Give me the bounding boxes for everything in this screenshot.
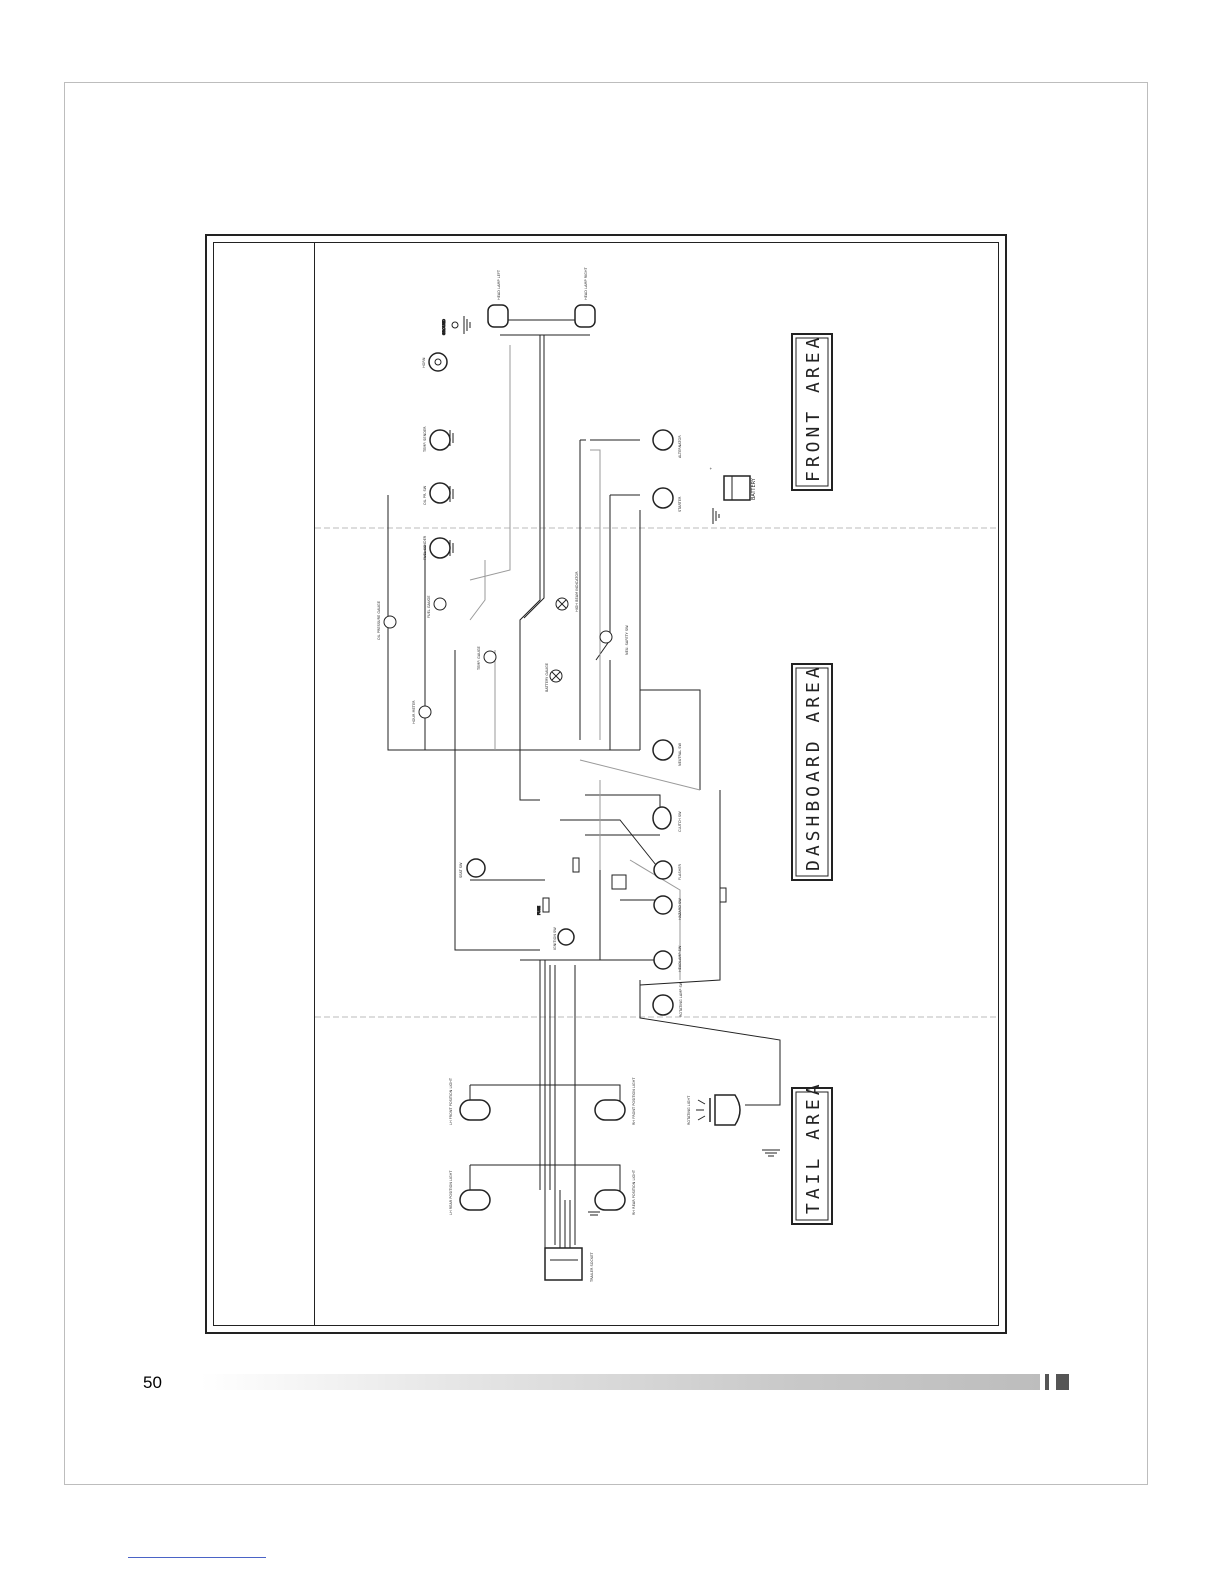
svg-text:FUSE: FUSE	[537, 906, 541, 915]
svg-text:DASHBOARD AREA: DASHBOARD AREA	[803, 663, 824, 871]
ground-symbol: GROUND	[442, 316, 471, 336]
flasher: FLASHER	[653, 860, 682, 880]
seat-switch: SEAT SW	[459, 858, 486, 878]
neutral-safety-switch: NEU. SAFETY SW.	[599, 625, 629, 655]
lh-rear-position-light: LH REAR POSITION LIGHT	[449, 1170, 491, 1215]
horn: HORN	[422, 352, 448, 372]
front-area-label: FRONT AREA	[791, 333, 833, 491]
svg-text:OIL PRESSURE GAUGE: OIL PRESSURE GAUGE	[377, 601, 381, 640]
svg-text:NEU. SAFETY SW.: NEU. SAFETY SW.	[625, 625, 629, 655]
ground-symbols	[449, 430, 780, 1216]
page-number: 50	[143, 1373, 162, 1392]
svg-text:CLUTCH SW: CLUTCH SW	[678, 811, 682, 832]
svg-text:HOUR METER: HOUR METER	[412, 700, 416, 724]
clutch-switch: CLUTCH SW	[652, 806, 682, 832]
rotating-lamp-switch: ROTATING LAMP SW	[652, 981, 683, 1017]
battery-gauge: BATTERY GAUGE	[545, 663, 563, 692]
page-border	[64, 82, 1148, 1485]
svg-text:IGNITION SW: IGNITION SW	[553, 927, 557, 950]
svg-text:LH REAR POSITION LIGHT: LH REAR POSITION LIGHT	[449, 1170, 453, 1215]
svg-text:HIGH BEAM INDICATOR: HIGH BEAM INDICATOR	[575, 571, 579, 612]
hazard-switch: HAZARD SW	[653, 895, 682, 920]
head-lamp-left: HEAD LAMP LEFT	[487, 269, 509, 328]
svg-text:OIL PR. SW: OIL PR. SW	[423, 485, 427, 505]
svg-text:ROTATING LAMP SW: ROTATING LAMP SW	[679, 981, 683, 1017]
svg-text:ROTATING LIGHT: ROTATING LIGHT	[687, 1095, 691, 1125]
svg-text:TAIL AREA: TAIL AREA	[803, 1080, 824, 1214]
temp-sender: TEMP. SENDER	[423, 426, 451, 453]
footer-gradient-bar	[200, 1374, 1040, 1390]
svg-text:RH REAR POSITION LIGHT: RH REAR POSITION LIGHT	[632, 1169, 636, 1215]
svg-text:HEADLAMP SW: HEADLAMP SW	[678, 945, 682, 972]
rotating-light: ROTATING LIGHT	[687, 1094, 741, 1126]
svg-text:LH FRONT POSITION LIGHT: LH FRONT POSITION LIGHT	[449, 1077, 453, 1125]
svg-text:TEMP. SENDER: TEMP. SENDER	[423, 426, 427, 453]
head-lamp-right: HEAD LAMP RIGHT	[574, 266, 596, 328]
wiring-diagram-frame	[205, 234, 1007, 1334]
alternator: ALTERNATOR	[652, 429, 682, 458]
svg-text:FLASHER: FLASHER	[678, 863, 682, 880]
svg-text:HORN: HORN	[422, 357, 426, 368]
svg-text:FUEL GAUGE: FUEL GAUGE	[427, 596, 431, 618]
neutral-switch: NEUTRAL SW	[652, 739, 682, 766]
svg-text:GROUND: GROUND	[442, 319, 446, 335]
starter: STARTER	[652, 487, 682, 512]
hour-meter: HOUR METER	[412, 700, 432, 724]
svg-text:TEMP. GAUGE: TEMP. GAUGE	[477, 646, 481, 671]
oil-press-sender: OIL PR. SW	[423, 482, 451, 505]
svg-text:HEAD LAMP LEFT: HEAD LAMP LEFT	[497, 269, 501, 300]
rh-rear-position-light: RH REAR POSITION LIGHT	[594, 1169, 636, 1215]
light-wires	[469, 345, 701, 980]
bottom-link-rule	[128, 1557, 266, 1558]
svg-text:STARTER: STARTER	[678, 496, 682, 512]
battery: BATTERY +	[709, 467, 757, 501]
svg-text:HEAD LAMP RIGHT: HEAD LAMP RIGHT	[584, 266, 588, 300]
wiring-diagram-inner	[213, 242, 999, 1326]
svg-text:HAZARD SW: HAZARD SW	[678, 898, 682, 920]
fuel-sender: FUEL SENDER	[423, 535, 451, 560]
svg-text:NEUTRAL SW: NEUTRAL SW	[678, 743, 682, 766]
rh-front-position-light: RH FRONT POSITION LIGHT	[594, 1077, 636, 1125]
temp-gauge: TEMP. GAUGE	[477, 646, 497, 671]
svg-text:BATTERY GAUGE: BATTERY GAUGE	[545, 663, 549, 692]
svg-text:FUEL SENDER: FUEL SENDER	[423, 535, 427, 560]
svg-text:+: +	[709, 467, 713, 470]
footer-block-large	[1056, 1374, 1069, 1390]
ignition-switch: IGNITION SW	[553, 927, 575, 950]
svg-text:TRAILER SOCKET: TRAILER SOCKET	[590, 1252, 594, 1283]
title-strip	[214, 243, 315, 1325]
svg-text:RH FRONT POSITION LIGHT: RH FRONT POSITION LIGHT	[632, 1077, 636, 1125]
head-lamp-switch: HEADLAMP SW	[653, 945, 682, 972]
oil-pressure-gauge: OIL PRESSURE GAUGE	[377, 601, 397, 640]
fuse-boxes: FUSE	[537, 857, 727, 916]
svg-text:ALTERNATOR: ALTERNATOR	[678, 435, 682, 458]
fuel-gauge: FUEL GAUGE	[427, 596, 447, 618]
high-beam-indicator: HIGH BEAM INDICATOR	[555, 571, 579, 612]
lh-front-position-light: LH FRONT POSITION LIGHT	[449, 1077, 491, 1125]
dashboard-area-label: DASHBOARD AREA	[791, 663, 833, 881]
svg-text:FRONT AREA: FRONT AREA	[803, 334, 824, 482]
svg-text:BATTERY: BATTERY	[751, 477, 757, 500]
tail-area-label: TAIL AREA	[791, 1080, 833, 1225]
footer-block-small	[1045, 1374, 1049, 1390]
trailer-socket: TRAILER SOCKET	[544, 1247, 594, 1283]
svg-text:SEAT SW: SEAT SW	[459, 862, 463, 878]
